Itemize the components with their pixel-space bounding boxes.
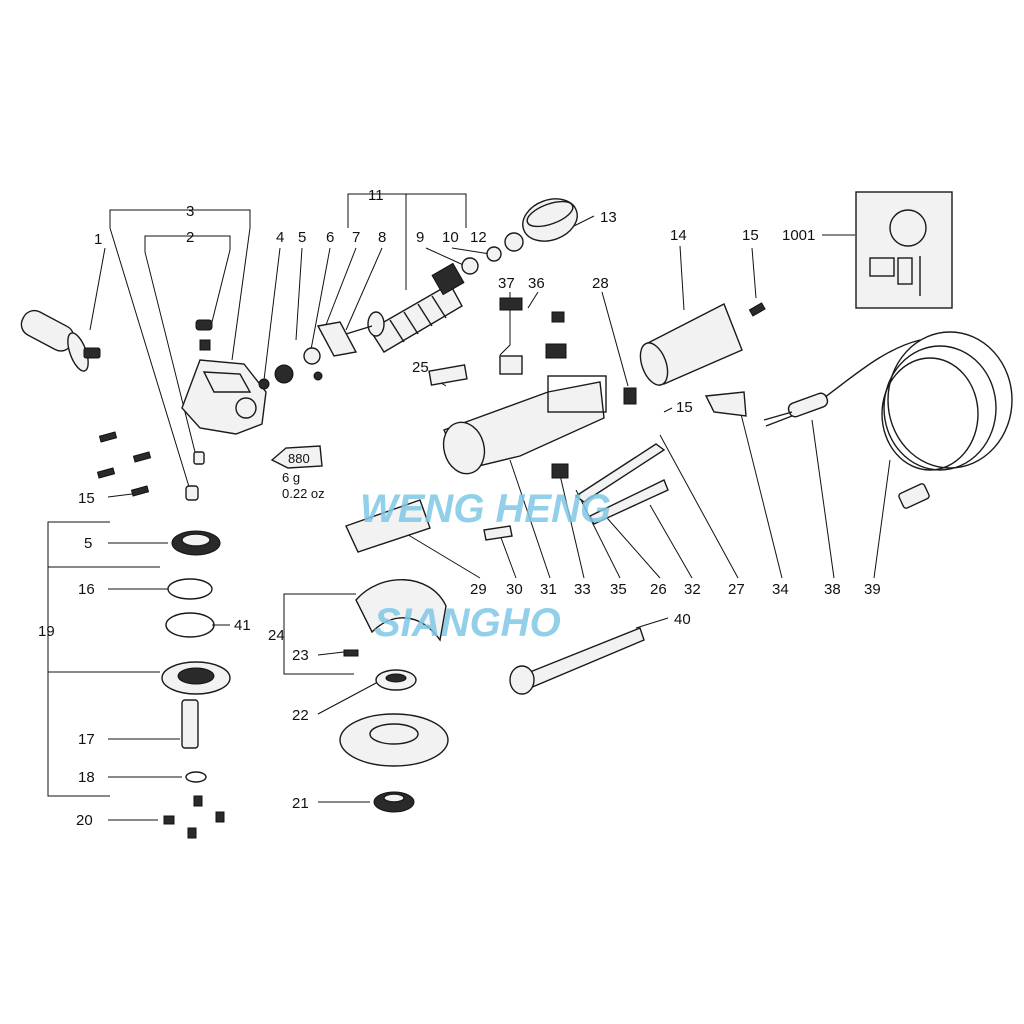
part-rear-cover: [639, 302, 766, 386]
callout-36: 36: [528, 275, 545, 292]
callout-38: 38: [824, 581, 841, 598]
part-guard: [343, 579, 447, 657]
callout-40: 40: [674, 611, 691, 628]
watermark-line-1: WENG HENG: [360, 487, 611, 531]
part-gear-set: [161, 530, 231, 839]
callout-32: 32: [684, 581, 701, 598]
part-gear-housing: [181, 319, 267, 435]
callout-11: 11: [368, 187, 384, 204]
callout-16: 16: [78, 581, 95, 598]
callout-6: 6: [326, 229, 334, 246]
callout-23: 23: [292, 647, 309, 664]
callout-18: 18: [78, 769, 95, 786]
callout-25: 25: [412, 359, 429, 376]
callout-31: 31: [540, 581, 557, 598]
callout-5: 5: [298, 229, 306, 246]
callout-numbers: 1 3 2 4 5 6 7 8 11 9 10 12 13 14 15 1001…: [38, 187, 881, 829]
watermark: WENG HENG SIANGHO: [360, 487, 611, 645]
part-armature: [345, 232, 524, 353]
callout-35: 35: [610, 581, 627, 598]
callout-24: 24: [268, 627, 285, 644]
callout-4: 4: [276, 229, 284, 246]
leader-lines: [47, 193, 891, 821]
callout-22: 22: [292, 707, 309, 724]
callout-1: 1: [94, 231, 102, 248]
part-switch-parts: [483, 391, 747, 541]
callout-15-mid: 15: [676, 399, 693, 416]
callout-37: 37: [498, 275, 515, 292]
callout-19: 19: [38, 623, 55, 640]
callout-27: 27: [728, 581, 745, 598]
callout-33: 33: [574, 581, 591, 598]
callout-15-top: 15: [742, 227, 759, 244]
callout-20: 20: [76, 812, 93, 829]
callout-2: 2: [186, 229, 194, 246]
part-grease-tube: 880 6 g 0.22 oz: [270, 445, 325, 501]
callout-1001: 1001: [782, 227, 815, 244]
callout-29: 29: [470, 581, 487, 598]
part-screws-left: [96, 431, 205, 501]
callout-41: 41: [234, 617, 251, 634]
part-flanges-and-disc: [339, 669, 449, 813]
callout-5-gear: 5: [84, 535, 92, 552]
callout-3: 3: [186, 203, 194, 220]
grease-weight-oz: 0.22 oz: [282, 486, 325, 501]
part-brush-housing: [345, 499, 431, 553]
part-small-bearings: [258, 321, 358, 390]
callout-17: 17: [78, 731, 95, 748]
callout-26: 26: [650, 581, 667, 598]
callout-28: 28: [592, 275, 609, 292]
callout-15-left: 15: [78, 490, 95, 507]
callout-34: 34: [772, 581, 789, 598]
callout-12: 12: [470, 229, 487, 246]
callout-30: 30: [506, 581, 523, 598]
callout-10: 10: [442, 229, 459, 246]
part-side-handle: [20, 309, 101, 372]
part-power-cord: [763, 331, 1013, 509]
callout-21: 21: [292, 795, 309, 812]
callout-7: 7: [352, 229, 360, 246]
callout-13: 13: [600, 209, 617, 226]
callout-9: 9: [416, 229, 424, 246]
grease-weight-g: 6 g: [282, 470, 300, 485]
grease-code: 880: [288, 451, 310, 466]
callout-14: 14: [670, 227, 687, 244]
part-spanner-wrench: [509, 627, 645, 695]
watermark-line-2: SIANGHO: [374, 601, 561, 645]
part-motor-housing: [428, 297, 637, 479]
callout-39: 39: [864, 581, 881, 598]
part-inset-box: [855, 191, 953, 309]
part-fan-ring: [522, 198, 578, 242]
callout-8: 8: [378, 229, 386, 246]
